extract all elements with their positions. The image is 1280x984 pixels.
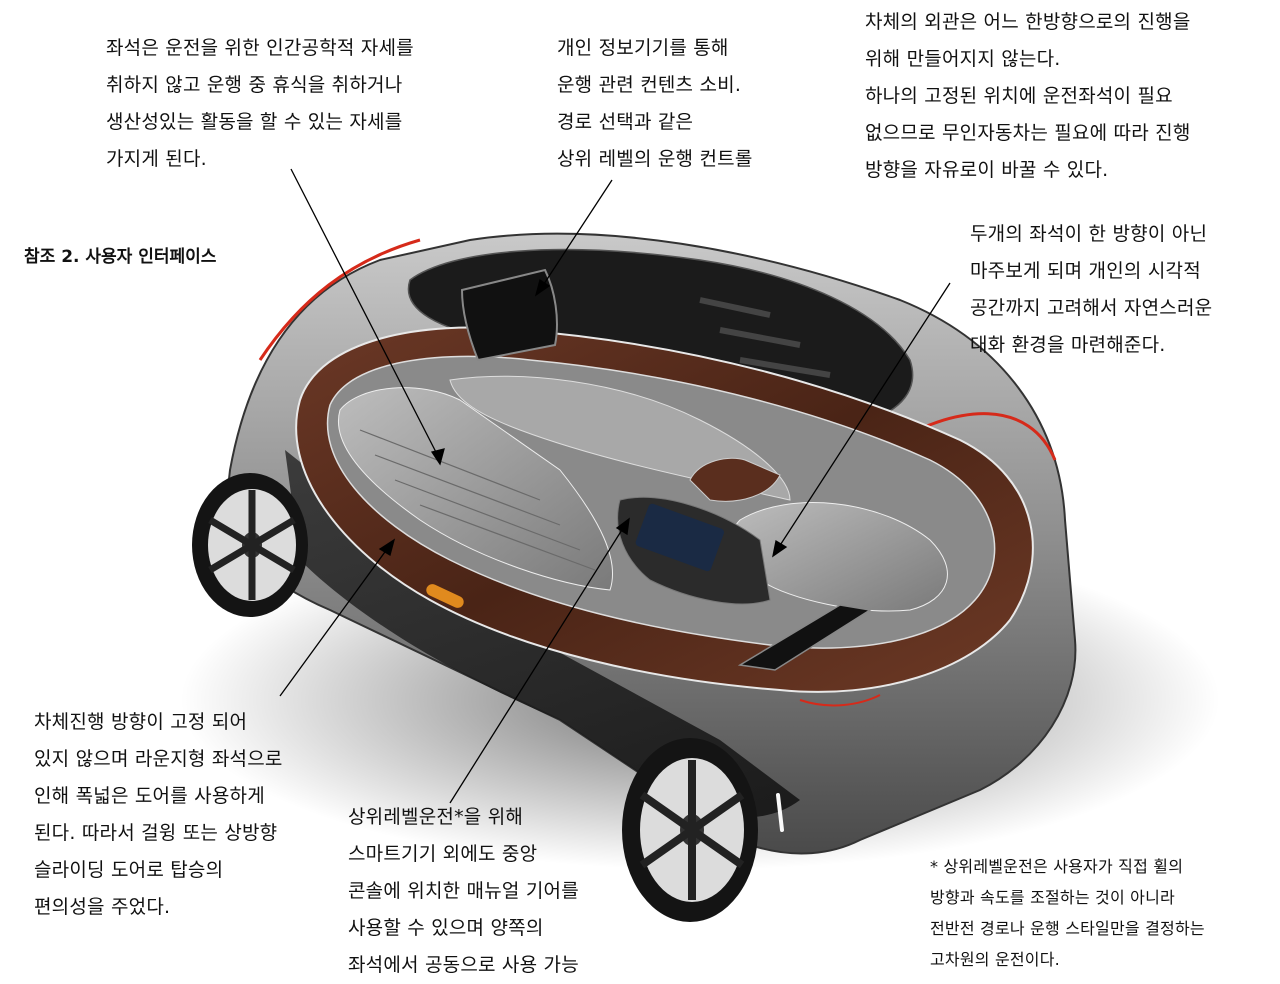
lounge-seat-left xyxy=(338,387,614,591)
vehicle-side-panel xyxy=(285,450,800,818)
annotation-line: 있지 않으며 라운지형 좌석으로 xyxy=(34,748,283,770)
annotation-line: 편의성을 주었다. xyxy=(34,896,171,918)
annotation-line: 두개의 좌석이 한 방향이 아닌 xyxy=(970,223,1208,245)
annotation-line: 하나의 고정된 위치에 운전좌석이 필요 xyxy=(865,85,1173,107)
annotation-line: 위해 만들어지지 않는다. xyxy=(865,48,1061,70)
wheel-front xyxy=(192,473,308,617)
annotation-line: 차체진행 방향이 고정 되어 xyxy=(34,711,248,733)
annotation-line: 차체의 외관은 어느 한방향으로의 진행을 xyxy=(865,11,1191,33)
wood-tray xyxy=(689,457,781,502)
annotation-line: 스마트기기 외에도 중앙 xyxy=(348,843,538,865)
annotation-line: 상위레벨운전*을 위해 xyxy=(348,806,524,828)
red-accent-bottom xyxy=(799,694,881,707)
annotation-console: 상위레벨운전*을 위해 스마트기기 외에도 중앙 콘솔에 위치한 매뉴얼 기어를… xyxy=(348,799,579,984)
annotation-line: 상위 레벨의 운행 컨트롤 xyxy=(557,148,753,170)
door-handle xyxy=(426,584,464,608)
annotation-line: 사용할 수 있으며 양쪽의 xyxy=(348,917,544,939)
annotation-line: 슬라이딩 도어로 탑승의 xyxy=(34,859,224,881)
personal-device-screen xyxy=(460,268,558,362)
annotation-door: 차체진행 방향이 고정 되어 있지 않으며 라운지형 좌석으로 인해 폭넓은 도… xyxy=(34,704,283,926)
wheel-rear xyxy=(622,738,758,922)
annotation-line: 전반전 경로나 운행 스타일만을 결정하는 xyxy=(930,919,1205,938)
roof-glass-stripes xyxy=(699,297,831,378)
annotation-exterior: 차체의 외관은 어느 한방향으로의 진행을 위해 만들어지지 않는다. 하나의 … xyxy=(865,4,1191,189)
rear-light xyxy=(776,793,784,832)
annotation-line: 공간까지 고려해서 자연스러운 xyxy=(970,297,1213,319)
annotation-line: 고차원의 운전이다. xyxy=(930,950,1060,969)
annotation-line: 된다. 따라서 걸윙 또는 상방향 xyxy=(34,822,278,844)
console-screen xyxy=(635,503,724,572)
leader-lines xyxy=(279,168,951,804)
annotation-line: 콘솔에 위치한 매뉴얼 기어를 xyxy=(348,880,579,902)
annotation-personal-device: 개인 정보기기를 통해 운행 관련 컨텐츠 소비. 경로 선택과 같은 상위 레… xyxy=(557,30,753,178)
annotation-seat-posture: 좌석은 운전을 위한 인간공학적 자세를 취하지 않고 운행 중 휴식을 취하거… xyxy=(106,30,414,178)
annotation-line: 좌석은 운전을 위한 인간공학적 자세를 xyxy=(106,37,414,59)
annotation-line: 방향과 속도를 조절하는 것이 아니라 xyxy=(930,888,1175,907)
annotation-line: 방향을 자유로이 바꿀 수 있다. xyxy=(865,159,1109,181)
annotation-line: 없으므로 무인자동차는 필요에 따라 진행 xyxy=(865,122,1191,144)
annotation-line: 경로 선택과 같은 xyxy=(557,111,694,133)
annotation-line: 가지게 된다. xyxy=(106,148,207,170)
annotation-line: 인해 폭넓은 도어를 사용하게 xyxy=(34,785,265,807)
annotation-line: 좌석에서 공동으로 사용 가능 xyxy=(348,954,579,976)
figure-heading: 참조 2. 사용자 인터페이스 xyxy=(24,247,217,267)
red-accent-front xyxy=(258,238,421,361)
rear-display-slot xyxy=(737,604,873,671)
annotation-line: * 상위레벨운전은 사용자가 직접 휠의 xyxy=(930,857,1184,876)
annotation-line: 대화 환경을 마련해준다. xyxy=(970,334,1166,356)
annotation-line: 개인 정보기기를 통해 xyxy=(557,37,729,59)
annotation-line: 마주보게 되며 개인의 시각적 xyxy=(970,260,1201,282)
annotation-footnote: * 상위레벨운전은 사용자가 직접 휠의 방향과 속도를 조절하는 것이 아니라… xyxy=(930,851,1205,975)
annotation-facing-seats: 두개의 좌석이 한 방향이 아닌 마주보게 되며 개인의 시각적 공간까지 고려… xyxy=(970,216,1212,364)
seat-left-stitching xyxy=(359,429,596,571)
annotation-line: 생산성있는 활동을 할 수 있는 자세를 xyxy=(106,111,403,133)
annotation-line: 취하지 않고 운행 중 휴식을 취하거나 xyxy=(106,74,403,96)
annotation-line: 운행 관련 컨텐츠 소비. xyxy=(557,74,742,96)
